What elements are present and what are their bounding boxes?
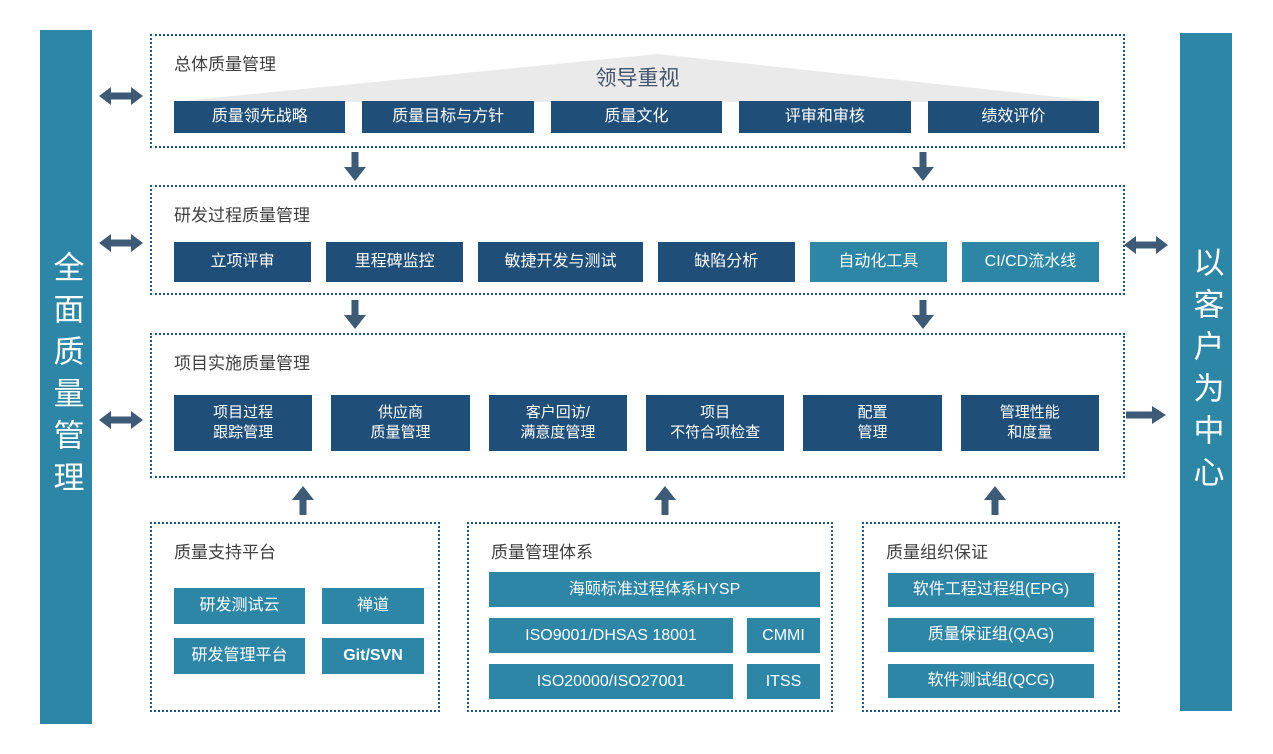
chip-hysp: 海颐标准过程体系HYSP: [489, 572, 820, 607]
chip-iso20000: ISO20000/ISO27001: [489, 664, 733, 699]
left-banner: 全面质量管理: [40, 30, 92, 724]
right-arrow-icon: [1126, 406, 1166, 424]
up-arrow-icon-2: [654, 486, 676, 515]
chip-quality-culture: 质量文化: [550, 101, 723, 133]
chip-iso9001: ISO9001/DHSAS 18001: [489, 618, 733, 653]
chip-cicd-pipeline: CI/CD流水线: [961, 242, 1099, 282]
panel-rd-title: 研发过程质量管理: [174, 206, 310, 225]
right-banner-label: 以客户为中心: [1188, 246, 1224, 498]
chip-line: 客户回访/: [525, 403, 590, 421]
panel-rd-process: 研发过程质量管理 立项评审 里程碑监控 敏捷开发与测试 缺陷分析 自动化工具 C…: [150, 185, 1125, 295]
left-bidirectional-arrow-icon-2: [99, 234, 143, 252]
overall-chip-row: 质量领先战略 质量目标与方针 质量文化 评审和审核 绩效评价: [174, 101, 1100, 133]
left-bidirectional-arrow-icon-3: [99, 411, 143, 429]
chip-configuration-mgmt: 配置 管理: [803, 395, 942, 451]
chip-quality-strategy: 质量领先战略: [174, 101, 346, 133]
chip-performance-eval: 绩效评价: [927, 101, 1100, 133]
chip-customer-satisfaction: 客户回访/ 满意度管理: [488, 395, 627, 451]
down-arrow-icon-1b: [912, 152, 934, 181]
chip-nonconformance-check: 项目 不符合项检查: [645, 395, 785, 451]
chip-line: 不符合项检查: [670, 424, 761, 441]
panel-overall-title: 总体质量管理: [174, 55, 276, 74]
project-chip-row: 项目过程 跟踪管理 供应商 质量管理 客户回访/ 满意度管理 项目 不符合项检查…: [174, 395, 1099, 451]
chip-supplier-quality: 供应商 质量管理: [331, 395, 470, 451]
up-arrow-icon-3: [984, 486, 1006, 515]
chip-defect-analysis: 缺陷分析: [657, 242, 795, 282]
leadership-banner-label: 领导重视: [595, 67, 680, 90]
chip-zentao: 禅道: [322, 588, 424, 624]
chip-quality-goals-policy: 质量目标与方针: [362, 101, 534, 133]
chip-agile-dev-testing: 敏捷开发与测试: [478, 242, 643, 282]
chip-qag: 质量保证组(QAG): [888, 618, 1094, 652]
chip-line: 管理性能: [999, 403, 1060, 421]
chip-automation-tools: 自动化工具: [809, 242, 947, 282]
rd-chip-row: 立项评审 里程碑监控 敏捷开发与测试 缺陷分析 自动化工具 CI/CD流水线: [174, 242, 1099, 282]
chip-performance-measurement: 管理性能 和度量: [960, 395, 1099, 451]
down-arrow-icon-1a: [344, 152, 366, 181]
panel-quality-support-platform: 质量支持平台 研发测试云 禅道 研发管理平台 Git/SVN: [150, 522, 440, 712]
down-arrow-icon-2a: [344, 300, 366, 329]
panel-project-implementation: 项目实施质量管理 项目过程 跟踪管理 供应商 质量管理 客户回访/ 满意度管理 …: [150, 333, 1125, 478]
chip-itss: ITSS: [747, 664, 820, 699]
chip-review-audit: 评审和审核: [739, 101, 911, 133]
chip-milestone-monitoring: 里程碑监控: [326, 242, 464, 282]
panel-quality-org-assurance: 质量组织保证 软件工程过程组(EPG) 质量保证组(QAG) 软件测试组(QCG…: [862, 522, 1120, 712]
left-bidirectional-arrow-icon-1: [99, 87, 143, 105]
chip-rd-test-cloud: 研发测试云: [174, 588, 305, 624]
right-banner: 以客户为中心: [1180, 33, 1232, 711]
chip-project-initiation-review: 立项评审: [174, 242, 312, 282]
panel-org-title: 质量组织保证: [886, 543, 988, 562]
chip-cmmi: CMMI: [747, 618, 820, 653]
chip-line: 管理: [857, 424, 888, 441]
left-banner-label: 全面质量管理: [48, 251, 84, 503]
chip-line: 配置: [857, 403, 888, 421]
chip-line: 供应商: [377, 403, 423, 421]
chip-epg: 软件工程过程组(EPG): [888, 573, 1094, 607]
panel-system-title: 质量管理体系: [491, 543, 593, 562]
right-bidirectional-arrow-icon: [1124, 236, 1168, 254]
panel-overall-quality: 总体质量管理 领导重视 质量领先战略 质量目标与方针 质量文化 评审和审核 绩效…: [150, 34, 1125, 148]
chip-line: 项目: [700, 403, 731, 421]
chip-git-svn: Git/SVN: [322, 638, 424, 674]
chip-line: 跟踪管理: [213, 424, 274, 441]
chip-line: 项目过程: [213, 403, 274, 421]
chip-qcg: 软件测试组(QCG): [888, 664, 1094, 698]
panel-quality-mgmt-system: 质量管理体系 海颐标准过程体系HYSP ISO9001/DHSAS 18001 …: [467, 522, 833, 712]
down-arrow-icon-2b: [912, 300, 934, 329]
chip-line: 满意度管理: [520, 424, 596, 441]
chip-rd-mgmt-platform: 研发管理平台: [174, 638, 305, 674]
chip-line: 质量管理: [370, 424, 431, 441]
panel-project-title: 项目实施质量管理: [174, 354, 310, 373]
chip-project-tracking: 项目过程 跟踪管理: [174, 395, 313, 451]
up-arrow-icon-1: [292, 486, 314, 515]
chip-line: 和度量: [1007, 424, 1053, 441]
panel-support-title: 质量支持平台: [174, 543, 276, 562]
